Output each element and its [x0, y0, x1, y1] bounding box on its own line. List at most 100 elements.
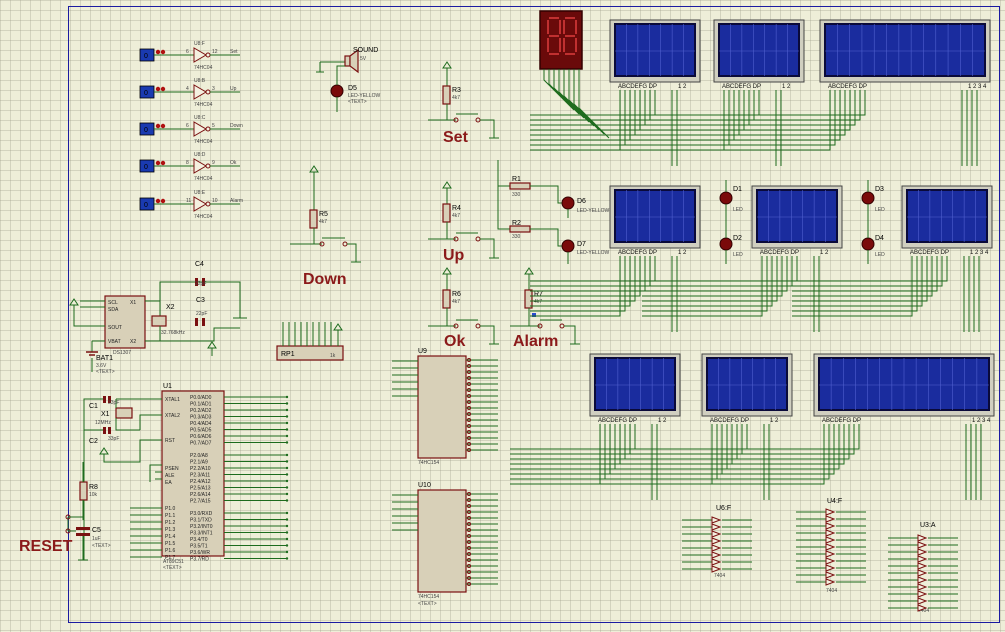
mcu-pin-label: P1.4 — [165, 534, 176, 540]
alarm-button-circuit[interactable]: R7 4k7 Alarm — [510, 267, 580, 350]
lcd-bus-wire — [642, 256, 773, 307]
lcd-bus-wire — [704, 424, 855, 455]
inverter-pin-in: 6 — [186, 123, 189, 129]
sheet-border — [68, 6, 1000, 623]
decoder-output-bubble — [467, 358, 471, 362]
lcd-pin-label: ABCDEFG DP — [598, 418, 637, 424]
lcd-screen — [824, 23, 986, 77]
inverter-gate — [193, 47, 207, 63]
lcd-bus-wire — [592, 424, 733, 465]
lcd-bus-wire — [704, 424, 825, 485]
inverter-gate — [193, 121, 207, 137]
r3-ref: R3 — [452, 87, 461, 94]
lcd-bus-wire — [510, 424, 606, 480]
d4-led — [861, 237, 875, 251]
probe-value: 0 — [144, 164, 148, 171]
sound-ref: SOUND — [353, 47, 378, 54]
buffer-gate — [825, 536, 836, 544]
mcu-pin-label: P0.7/AD7 — [190, 441, 212, 447]
rtc-pin-x1: X1 — [130, 300, 136, 306]
ok-label: Ok — [444, 333, 465, 350]
net-label: Ok — [230, 160, 237, 166]
probe-value: 0 — [144, 202, 148, 209]
buffer-gate — [917, 569, 928, 577]
lcd-bus-wire — [704, 424, 845, 465]
u6-ref: U6:F — [716, 505, 731, 512]
d3-type: LED — [875, 207, 885, 213]
lcd-bus-wire — [710, 90, 836, 146]
d6-ref: D6 — [577, 198, 586, 205]
inverter-pin-out: 10 — [212, 198, 218, 204]
sound-buzzer[interactable]: SOUND 5V D5 LED-YELLOW <TEXT> — [316, 47, 381, 112]
rtc-crystal-ref: X2 — [166, 304, 175, 311]
mcu-pin-label: P3.2/INT0 — [190, 524, 213, 530]
lcd-bus-wire — [704, 424, 830, 480]
decoder-output-bubble — [467, 364, 471, 368]
lcd-bus-wire — [592, 424, 728, 470]
u4-type: 7404 — [826, 588, 837, 594]
d2-led — [719, 237, 733, 251]
mcu-pin-label: P2.1/A9 — [190, 460, 208, 466]
lcd-bus-wire — [530, 90, 641, 131]
lcd-pin-label: ABCDEFG DP — [618, 84, 657, 90]
buffer-gate — [825, 557, 836, 565]
buffer-gate — [917, 548, 928, 556]
lcd-pin-label: ABCDEFG DP — [828, 84, 867, 90]
wire-node — [285, 466, 289, 470]
inverter-gate — [193, 196, 207, 212]
mcu-pin-label: P3.1/TXD — [190, 518, 212, 524]
ok-button-circuit[interactable]: R6 4k7 Ok — [428, 267, 499, 350]
inverter-pin-in: 8 — [186, 160, 189, 166]
buffer-gate — [825, 515, 836, 523]
set-label: Set — [443, 129, 469, 146]
mcu-pin-label: P2.7/A15 — [190, 499, 211, 505]
inverter-type: 74HC04 — [194, 139, 213, 145]
mcu-pin-label: P0.3/AD3 — [190, 415, 212, 421]
decoder-output-bubble — [467, 412, 471, 416]
d5-ref: D5 — [348, 85, 357, 92]
mcu-pin-label: P0.4/AD4 — [190, 421, 212, 427]
r7-ref: R7 — [534, 291, 543, 298]
lcd-digit-label: 1 2 3 4 — [972, 418, 991, 424]
lcd-screen — [614, 23, 696, 77]
down-button-circuit[interactable]: R5 4k7 Down — [290, 165, 361, 288]
decoder-output-bubble — [467, 528, 471, 532]
wire-node — [285, 524, 289, 528]
wire-node — [285, 492, 289, 496]
wire-node — [285, 531, 289, 534]
reset-circuit[interactable]: R8 10k C5 1uF <TEXT> RESET — [19, 462, 111, 561]
rtc-pin-sda: SDA — [108, 307, 119, 313]
mcu-type: AT89C51 — [163, 559, 184, 565]
lcd-bus-wire — [710, 90, 841, 141]
lcd-bus-wire — [792, 256, 918, 312]
lcd-bus-wire — [530, 256, 656, 282]
decoder-output-bubble — [467, 582, 471, 586]
lcd-bus-wire — [710, 90, 861, 121]
mcu-pin-label: P2.2/A10 — [190, 466, 211, 472]
set-button-circuit[interactable]: R3 4k7 Set — [428, 61, 499, 146]
lcd-bus-wire — [792, 256, 913, 317]
lcd-pin-label: ABCDEFG DP — [710, 418, 749, 424]
inverter-type: 74HC04 — [194, 65, 213, 71]
inverter-type: 74HC04 — [194, 102, 213, 108]
c3-ref: C3 — [196, 297, 205, 304]
decoder-output-bubble — [467, 418, 471, 422]
wire-node — [285, 479, 289, 483]
r6-ref: R6 — [452, 291, 461, 298]
decoder-output-bubble — [467, 376, 471, 380]
alarm-label: Alarm — [513, 333, 558, 350]
up-button-circuit[interactable]: R4 4k7 Up — [428, 181, 499, 264]
rtc-ds1307[interactable]: SCL SDA SOUT VBAT X1 X2 DS1307 X2 32.768… — [69, 261, 247, 375]
mcu-pin-label: P0.6/AD6 — [190, 434, 212, 440]
lcd-bus-wire — [710, 90, 856, 126]
d3-led — [861, 191, 875, 205]
mcu-crystal-freq: 12MHz — [95, 420, 111, 426]
decoder-output-bubble — [467, 406, 471, 410]
mcu-at89c51[interactable]: U1 AT89C51 <TEXT> P0.0/AD0P0.1/AD1P0.2/A… — [83, 383, 289, 571]
inverter-pin-in: 11 — [186, 198, 191, 204]
lcd-pin-label: ABCDEFG DP — [910, 250, 949, 256]
lcd-bus-wire — [704, 424, 850, 460]
decoder-output-bubble — [467, 540, 471, 544]
